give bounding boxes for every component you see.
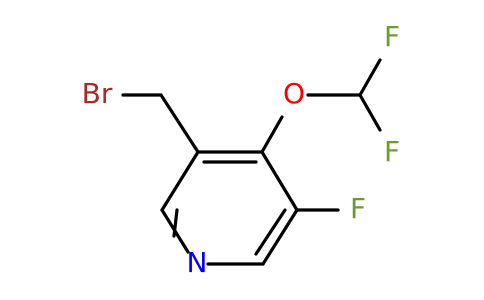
fluorine-bottom-atom-label: F	[384, 135, 400, 168]
fluorine-top-atom-label: F	[384, 20, 400, 53]
bond-c4-o	[260, 115, 284, 154]
bond-ch2-c3	[159, 93, 200, 154]
bond-c5-c6-inner	[254, 208, 287, 256]
bromine-atom-label: Br	[82, 77, 113, 110]
oxygen-atom-label: O	[283, 77, 305, 110]
ring-fluorine-atom-label: F	[350, 192, 366, 225]
bond-c2-c3	[160, 150, 200, 212]
bond-c4-c5	[260, 150, 299, 212]
bond-chf2-f-top	[358, 58, 382, 97]
bond-c5-c6	[261, 208, 299, 266]
bond-chf2-f-bottom	[358, 93, 382, 132]
nitrogen-atom-label: N	[187, 246, 208, 279]
bonds	[121, 58, 382, 266]
bond-n-c2-inner	[172, 208, 179, 238]
